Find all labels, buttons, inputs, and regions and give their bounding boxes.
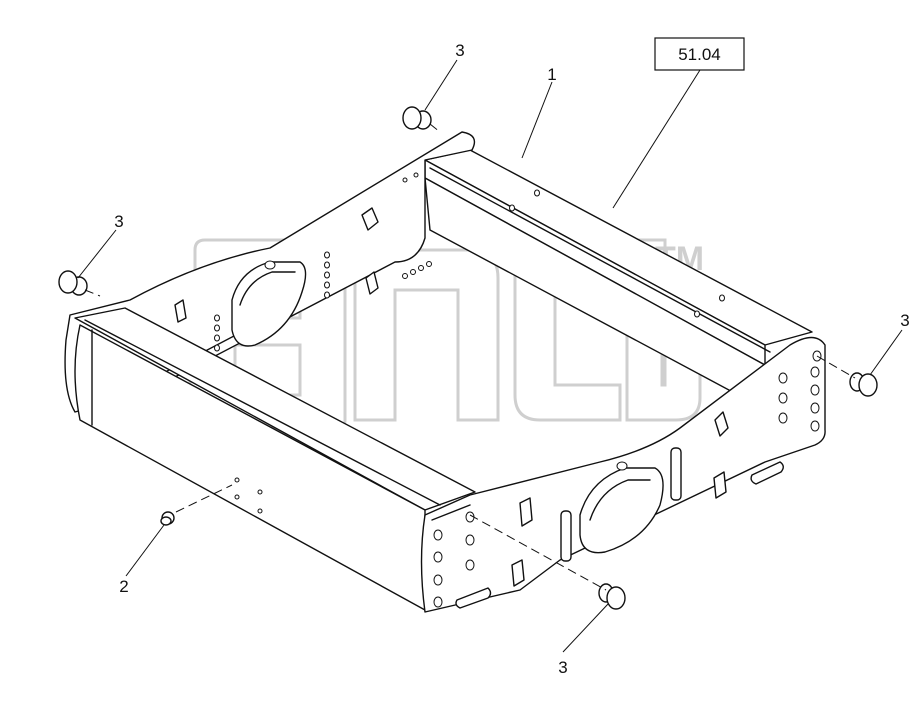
alignment-line-plug [175, 484, 233, 513]
callout-2: 2 [119, 577, 128, 596]
frame-assembly [64, 131, 826, 613]
callout-3-left: 3 [114, 212, 123, 231]
cap-bottom [598, 583, 626, 610]
left-plate-holes [214, 172, 725, 514]
reference-box: 51.04 [654, 37, 745, 71]
callout-3-bottom: 3 [558, 658, 567, 677]
alignment-line-bottom [469, 514, 607, 591]
callout-1: 1 [547, 65, 556, 84]
alignment-line-top [429, 123, 441, 133]
alignment-line-left [84, 289, 101, 297]
alignment-line-right [816, 355, 856, 379]
leader-lines [77, 59, 903, 653]
cap-right [849, 372, 878, 397]
cap-left [58, 270, 88, 296]
reference-box-label: 51.04 [678, 45, 721, 64]
callout-3-right: 3 [900, 311, 909, 330]
plug-item-2 [160, 511, 175, 526]
cap-top [402, 106, 432, 130]
callout-3-top: 3 [455, 41, 464, 60]
